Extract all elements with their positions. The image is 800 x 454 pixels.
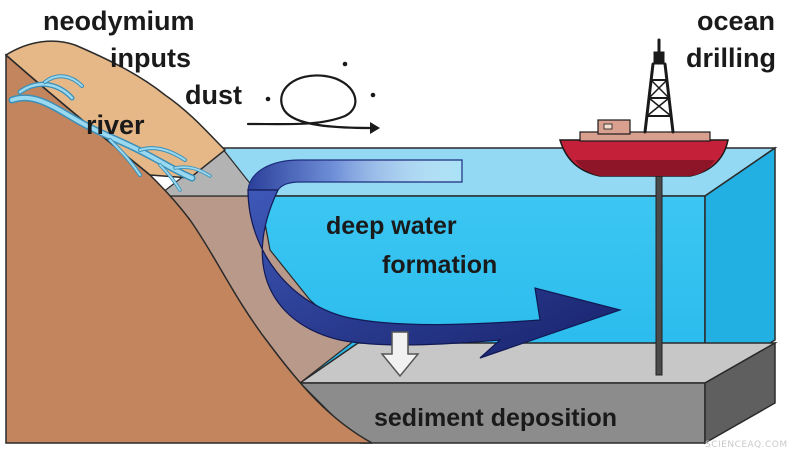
drill-pipe	[655, 169, 663, 376]
deposition-down-arrow-icon	[380, 331, 420, 378]
ship-hull-shadow	[575, 160, 715, 176]
dust-particle	[265, 96, 271, 102]
dust-particle	[370, 92, 376, 98]
label-neodymium: neodymium	[43, 6, 195, 36]
watermark: SCIENCEAQ.COM	[705, 440, 788, 450]
dust-particle	[342, 61, 348, 67]
ship-cabin	[597, 119, 631, 135]
label-dust: dust	[185, 80, 242, 110]
sediment-top-face	[297, 342, 778, 384]
label-river: river	[86, 110, 145, 140]
ocean-side-face	[704, 146, 776, 385]
label-sediment-deposition: sediment deposition	[374, 404, 617, 432]
label-drilling: drilling	[686, 43, 776, 73]
dust-swirl-icon	[246, 74, 380, 134]
deep-water-arrow	[247, 189, 623, 359]
river-network	[8, 74, 212, 192]
drilling-rig-icon	[643, 38, 675, 134]
sediment-side-face	[704, 341, 776, 445]
ship-window	[603, 123, 613, 130]
label-ocean: ocean	[697, 6, 775, 36]
label-formation: formation	[382, 251, 497, 279]
label-deep-water: deep water	[326, 212, 457, 240]
label-inputs: inputs	[110, 43, 191, 73]
